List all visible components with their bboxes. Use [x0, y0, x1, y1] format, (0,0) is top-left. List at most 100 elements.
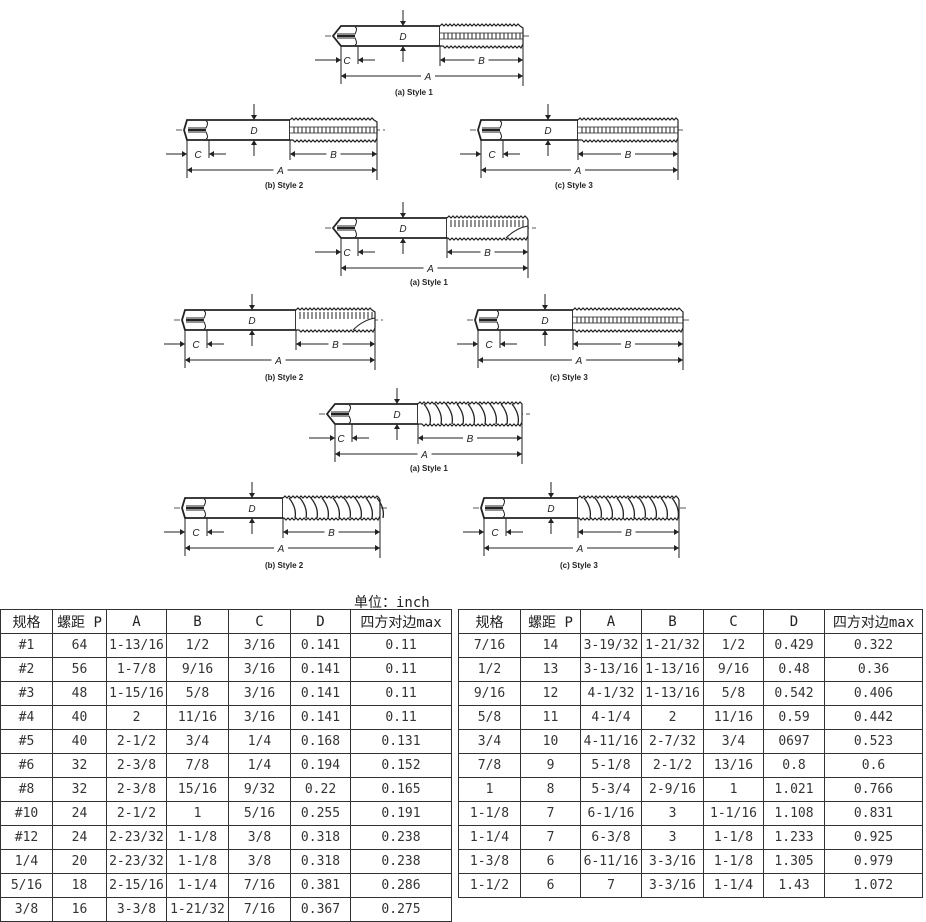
- dimension-letter-D: D: [547, 504, 554, 515]
- table-cell: 3-3/16: [641, 873, 704, 898]
- table-cell: 0.322: [824, 633, 923, 658]
- table-cell: 3/4: [458, 729, 521, 754]
- table-cell: 1: [166, 801, 229, 826]
- column-header: A: [106, 609, 167, 634]
- table-cell: 7/8: [458, 753, 521, 778]
- table-cell: 0.286: [350, 873, 452, 898]
- table-cell: 2-1/2: [106, 729, 167, 754]
- table-cell: 40: [52, 705, 107, 730]
- dimension-letter-B: B: [625, 340, 632, 351]
- dimension-letter-B: B: [328, 528, 335, 539]
- column-header: C: [703, 609, 764, 634]
- table-cell: #8: [0, 777, 53, 802]
- table-cell: 0.766: [824, 777, 923, 802]
- dimension-letter-C: C: [337, 434, 345, 445]
- dimension-letter-B: B: [625, 528, 632, 539]
- table-cell: 1: [458, 777, 521, 802]
- table-cell: 1-3/8: [458, 849, 521, 874]
- table-cell: 0.429: [763, 633, 825, 658]
- table-cell: 5/16: [228, 801, 291, 826]
- table-cell: 1-1/8: [703, 825, 764, 850]
- table-cell: 3/16: [228, 705, 291, 730]
- column-header: B: [166, 609, 229, 634]
- table-cell: 0.8: [763, 753, 825, 778]
- unit-label: 单位：inch: [354, 595, 430, 611]
- table-cell: 1-1/2: [458, 873, 521, 898]
- table-cell: 0.22: [290, 777, 351, 802]
- table-cell: 5/8: [166, 681, 229, 706]
- dimension-letter-D: D: [399, 224, 406, 235]
- table-cell: #1: [0, 633, 53, 658]
- figure-caption: (c) Style 3: [560, 561, 598, 570]
- table-cell: 10: [520, 729, 581, 754]
- table-cell: 2-23/32: [106, 849, 167, 874]
- table-cell: 1-1/8: [166, 825, 229, 850]
- dimension-letter-D: D: [541, 316, 548, 327]
- table-cell: 0.381: [290, 873, 351, 898]
- dimension-letter-A: A: [576, 544, 584, 555]
- table-cell: 0.141: [290, 657, 351, 682]
- table-cell: 1-1/8: [703, 849, 764, 874]
- table-cell: 0.11: [350, 681, 452, 706]
- table-cell: 64: [52, 633, 107, 658]
- figure-caption: (b) Style 2: [265, 561, 304, 570]
- table-cell: 9/16: [458, 681, 521, 706]
- table-cell: #4: [0, 705, 53, 730]
- table-cell: 1.233: [763, 825, 825, 850]
- table-cell: 0697: [763, 729, 825, 754]
- dimension-letter-A: A: [574, 166, 582, 177]
- table-cell: 18: [52, 873, 107, 898]
- column-header: B: [641, 609, 704, 634]
- table-cell: 0.165: [350, 777, 452, 802]
- table-cell: 1-1/4: [703, 873, 764, 898]
- table-cell: 1-1/4: [458, 825, 521, 850]
- table-cell: 7: [580, 873, 642, 898]
- table-cell: 2-9/16: [641, 777, 704, 802]
- table-cell: 14: [520, 633, 581, 658]
- table-cell: 2-1/2: [641, 753, 704, 778]
- table-cell: #5: [0, 729, 53, 754]
- table-cell: #2: [0, 657, 53, 682]
- table-cell: 0.59: [763, 705, 825, 730]
- table-cell: 0.11: [350, 657, 452, 682]
- dimension-letter-B: B: [467, 434, 474, 445]
- table-cell: 9/32: [228, 777, 291, 802]
- dimension-letter-B: B: [478, 56, 485, 67]
- column-header: 四方对边max: [824, 609, 923, 634]
- dimension-letter-C: C: [192, 340, 200, 351]
- table-cell: 48: [52, 681, 107, 706]
- table-cell: 6: [520, 873, 581, 898]
- table-cell: 6-3/8: [580, 825, 642, 850]
- column-header: C: [228, 609, 291, 634]
- table-cell: 1-21/32: [166, 897, 229, 922]
- table-cell: 1/2: [703, 633, 764, 658]
- table-cell: 0.406: [824, 681, 923, 706]
- table-cell: 9: [520, 753, 581, 778]
- table-cell: #6: [0, 753, 53, 778]
- figure-caption: (a) Style 1: [410, 464, 448, 473]
- table-cell: 1-1/8: [166, 849, 229, 874]
- dimension-letter-C: C: [488, 150, 496, 161]
- table-cell: 5/8: [458, 705, 521, 730]
- table-cell: 20: [52, 849, 107, 874]
- table-cell: 2-15/16: [106, 873, 167, 898]
